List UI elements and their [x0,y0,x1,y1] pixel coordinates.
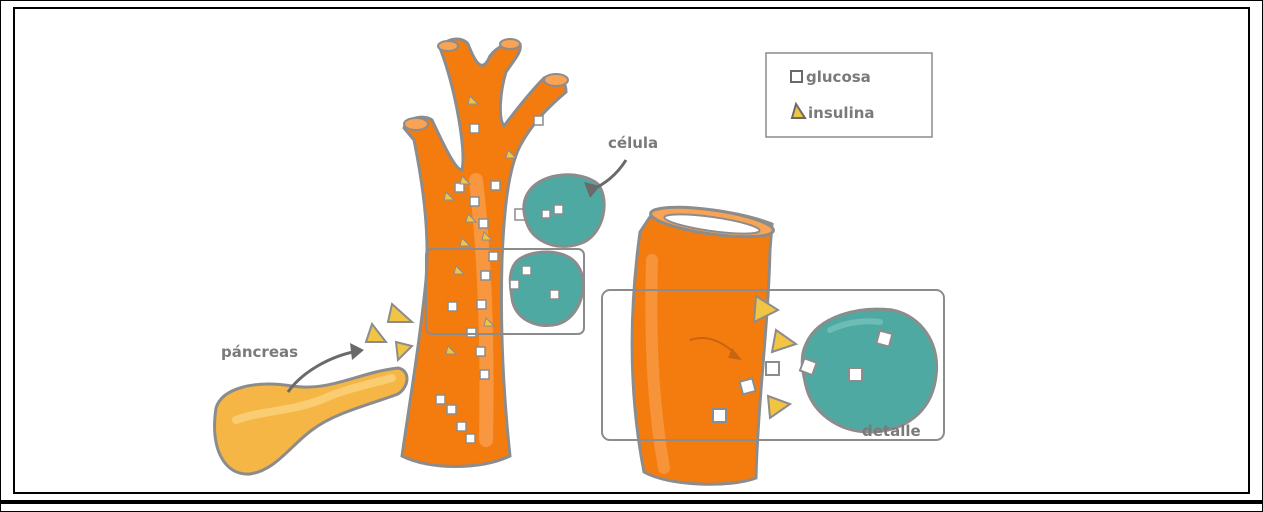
detail-cell [800,309,937,432]
cell-lower [510,252,583,326]
detail-vessel [632,201,775,484]
pancreas-label: páncreas [221,343,298,361]
legend-glucose-label: glucosa [806,68,871,86]
secreted-insulin [366,304,412,360]
legend-box [766,53,932,137]
legend-insulin-label: insulina [808,104,875,122]
pancreas-organ [215,368,407,474]
cell-label: célula [608,134,658,152]
square-glucose-icon [791,71,802,82]
detail-label: detalle [862,422,921,440]
